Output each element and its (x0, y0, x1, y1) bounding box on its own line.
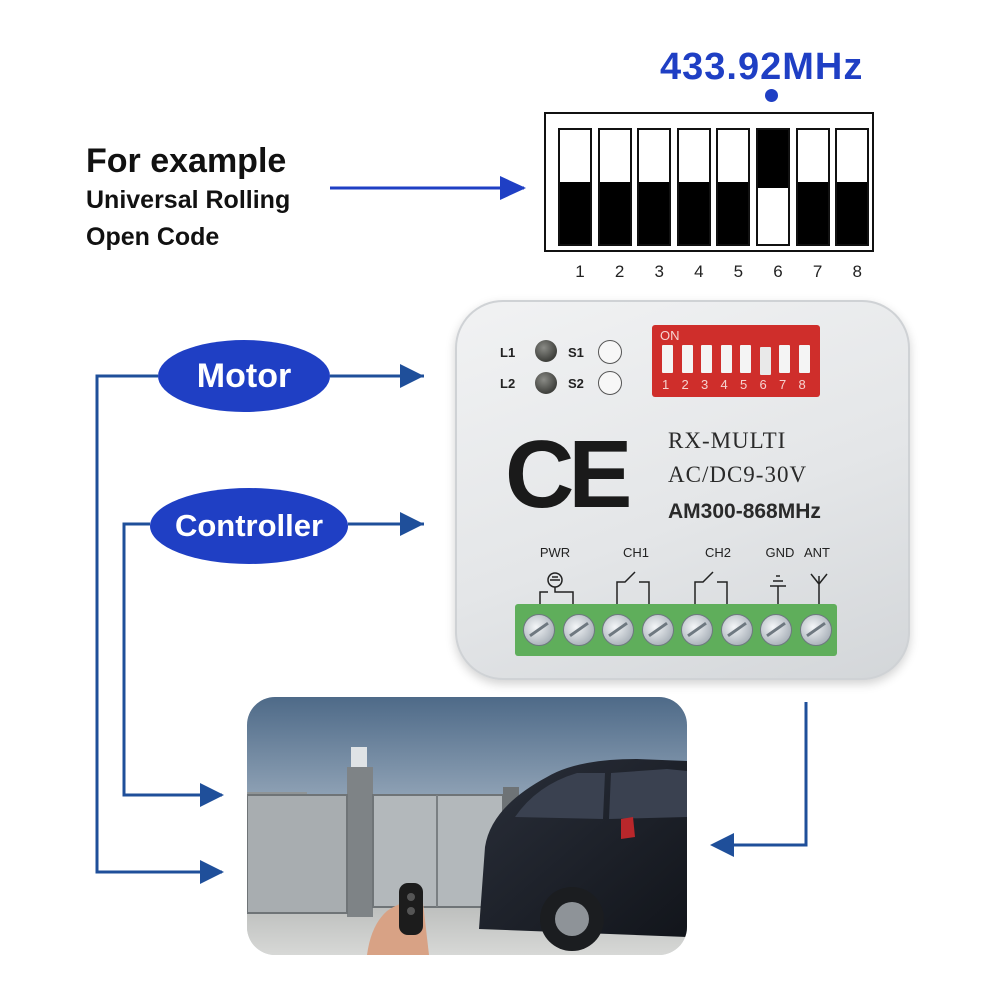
button-s1[interactable] (598, 340, 622, 364)
terminal-screw[interactable] (523, 614, 555, 646)
terminal-label-gnd: GND (765, 545, 795, 560)
module-dip-number: 6 (759, 377, 767, 392)
example-line-universal-rolling: Universal Rolling (86, 186, 291, 214)
terminal-symbols (539, 571, 828, 606)
dip-switch-number: 3 (654, 262, 664, 281)
module-dip-toggle[interactable] (759, 347, 771, 375)
motor-label: Motor (158, 340, 330, 412)
terminal-screw[interactable] (760, 614, 792, 646)
button-s2[interactable] (598, 371, 622, 395)
dip-switch-4 (676, 128, 711, 246)
controller-arrow-icon (400, 512, 424, 536)
terminal-label-pwr: PWR (539, 545, 571, 560)
module-dip-toggle[interactable] (779, 345, 790, 373)
terminal-label-ch1: CH1 (622, 545, 649, 560)
dip-switch-5 (716, 128, 751, 246)
dip-switch-7 (795, 128, 830, 246)
dip-switch-knob (837, 182, 868, 244)
dip-switch-number: 7 (812, 262, 823, 281)
terminal-label-ant: ANT (804, 545, 830, 560)
module-dip-number: 5 (740, 377, 748, 392)
module-to-scene-arrow-icon (710, 833, 734, 857)
module-dip-number: 1 (662, 377, 670, 392)
motor-to-scene-arrow-icon (200, 860, 224, 884)
frequency-marker-dot (765, 89, 778, 102)
dip-switch-knob (718, 182, 749, 244)
dip-switch-3 (637, 128, 672, 246)
dip-switch-2 (597, 128, 632, 246)
module-dip-toggle[interactable] (798, 345, 810, 373)
ground-icon (770, 575, 786, 606)
frequency-label: 433.92MHz (660, 46, 864, 88)
module-dip-toggle[interactable] (662, 345, 673, 373)
dip-switch-number: 1 (575, 262, 585, 281)
dip-switch-knob (797, 182, 828, 244)
button-s2-label: S2 (568, 376, 584, 391)
dip-switch-8 (835, 128, 870, 246)
module-dip-number: 8 (798, 377, 806, 392)
pwr-wire-right (554, 587, 574, 606)
dip-switch-diagram (544, 112, 874, 252)
led-l2 (535, 372, 557, 394)
hand-with-remote (367, 883, 429, 955)
gate-pillar (347, 767, 373, 917)
dip-switch-number: 8 (852, 262, 862, 281)
terminal-screw[interactable] (641, 614, 674, 646)
motor-arrow-icon (400, 364, 424, 388)
controller-to-scene-arrow-icon (200, 783, 224, 807)
dip-switch-knob (560, 182, 590, 244)
module-dip-number: 4 (720, 377, 728, 392)
dip-switch-knob (678, 182, 709, 244)
dip-switch-number: 6 (773, 262, 783, 281)
ce-mark: CE (505, 421, 632, 528)
module-dip-toggle[interactable] (720, 345, 732, 373)
terminal-block (515, 604, 837, 656)
gate-and-car-photo (247, 697, 687, 955)
controller-label: Controller (150, 488, 348, 564)
dip-on-label: ON (660, 328, 680, 343)
terminal-screw[interactable] (799, 614, 832, 646)
module-dip-toggle[interactable] (681, 345, 693, 373)
dip-switch-knob (599, 182, 630, 244)
dip-switch-number: 4 (694, 262, 704, 281)
pwr-wire-left (539, 591, 548, 606)
antenna-icon (810, 573, 828, 606)
sliding-gate (247, 794, 504, 914)
frequency-range: AM300-868MHz (668, 500, 821, 523)
voltage-spec: AC/DC9-30V (668, 462, 808, 487)
module-dip-number: 7 (779, 377, 787, 392)
module-dip-number: 3 (701, 377, 709, 392)
led-l2-label: L2 (500, 376, 516, 391)
terminal-screw[interactable] (602, 614, 634, 646)
button-s1-label: S1 (568, 345, 584, 360)
example-line-open-code: Open Code (86, 223, 220, 251)
module-dip-number: 2 (681, 377, 689, 392)
dip-switch-knob (639, 182, 670, 244)
ch1-switch-icon (616, 571, 650, 606)
terminal-screw[interactable] (681, 614, 713, 646)
dip-switch-number: 5 (733, 262, 744, 281)
dip-switch-1 (558, 128, 592, 246)
car (479, 759, 687, 951)
model-name: RX-MULTI (668, 428, 787, 453)
terminal-label-ch2: CH2 (704, 545, 731, 560)
terminal-screw[interactable] (720, 614, 753, 646)
led-l1 (535, 340, 557, 362)
terminal-screw[interactable] (562, 614, 595, 646)
example-title: For example (86, 142, 287, 180)
module-dip-toggle[interactable] (740, 345, 751, 373)
led-l1-label: L1 (500, 345, 516, 360)
ch2-switch-icon (694, 571, 728, 606)
dip-switch-6 (756, 128, 790, 246)
module-dip-toggle[interactable] (701, 345, 712, 373)
dip-switch-knob (758, 130, 788, 188)
dip-switch-number: 2 (614, 262, 625, 281)
